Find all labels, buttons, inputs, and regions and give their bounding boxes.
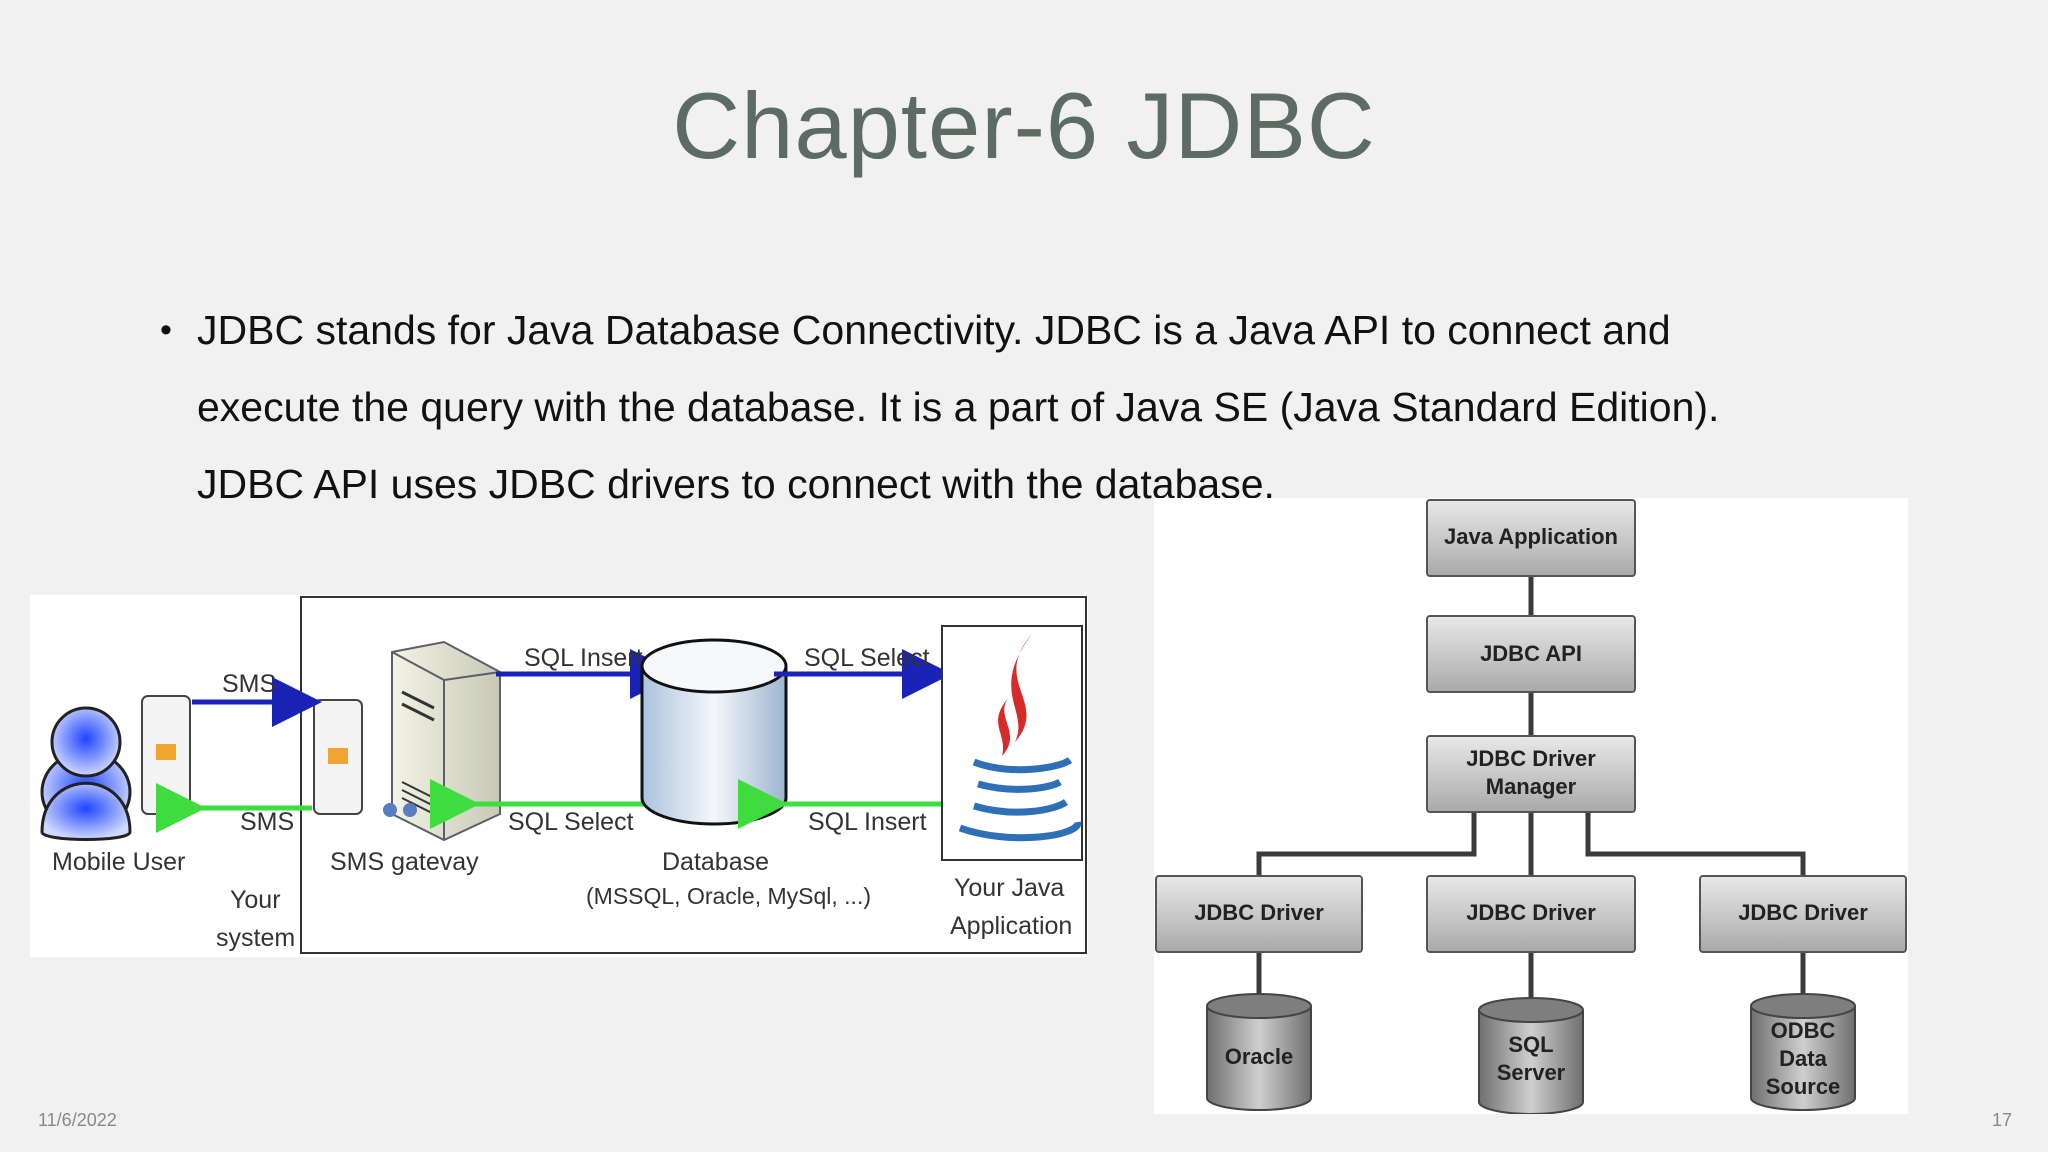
sms-gateway-label: SMS gatevay [330,848,479,876]
jdbc-api-box [1426,615,1636,693]
sms-architecture-diagram: Mobile User SMS SMS SMS gatevay SQL Inse… [30,595,1088,957]
slide-title: Chapter-6 JDBC [672,73,1376,178]
bullet-line-1: JDBC stands for Java Database Connectivi… [197,307,1671,353]
jdbc-api-label: JDBC API [1480,641,1582,666]
driver-manager-box [1426,735,1636,813]
jdbc-connectors [1256,576,1806,1002]
oracle-database-icon [1206,993,1312,1111]
odbc-data-source-icon [1750,993,1856,1111]
jdbc-driver-label-2: JDBC Driver [1466,900,1596,925]
sql-server-label-line-1: SQL [1508,1032,1553,1057]
odbc-label-line-1: ODBC [1771,1018,1836,1043]
phone-icon [141,695,191,815]
java-app-box [941,625,1083,861]
bullet-dot: • [160,311,172,349]
jdbc-driver-box-3 [1699,875,1907,953]
sql-server-label-line-2: Server [1497,1060,1566,1085]
odbc-label-line-3: Source [1766,1074,1841,1099]
jdbc-driver-label-3: JDBC Driver [1738,900,1868,925]
footer-date: 11/6/2022 [38,1110,117,1130]
jdbc-driver-label-1: JDBC Driver [1194,900,1324,925]
footer-page-number: 17 [1991,1110,2012,1130]
your-system-label-line-2: system [216,924,295,952]
your-system-label-line-1: Your [230,886,281,914]
sql-select-bottom-label: SQL Select [508,808,634,836]
jdbc-driver-box-2 [1426,875,1636,953]
jdbc-architecture-diagram: Java Application JDBC API JDBC Driver Ma… [1154,498,1908,1114]
mobile-user-icon [40,706,132,841]
mobile-user-label: Mobile User [52,848,185,876]
driver-manager-label-line-2: Manager [1486,774,1577,799]
driver-manager-label-line-1: JDBC Driver [1466,746,1596,771]
gateway-phone-icon [313,699,363,815]
odbc-label-line-2: Data [1779,1046,1827,1071]
java-logo-icon [958,634,1082,842]
your-system-frame [300,596,1087,954]
server-icon [383,640,501,842]
bullet-line-3: JDBC API uses JDBC drivers to connect wi… [197,461,1275,507]
database-types-label: (MSSQL, Oracle, MySql, ...) [586,883,871,909]
oracle-label: Oracle [1225,1044,1294,1069]
sql-insert-top-label: SQL Insert [524,644,643,672]
java-app-label-line-1: Your Java [954,874,1064,902]
sql-select-top-label: SQL Select [804,644,930,672]
database-icon [640,638,788,826]
sms-bottom-label: SMS [240,808,294,836]
bullet-line-2: execute the query with the database. It … [197,384,1720,430]
java-app-label-line-2: Application [950,912,1072,940]
jdbc-driver-box-1 [1155,875,1363,953]
sql-server-database-icon [1478,997,1584,1114]
java-application-box [1426,499,1636,577]
database-label: Database [662,848,769,876]
sms-top-label: SMS [222,670,276,698]
java-application-label: Java Application [1444,524,1618,549]
sql-insert-bottom-label: SQL Insert [808,808,927,836]
